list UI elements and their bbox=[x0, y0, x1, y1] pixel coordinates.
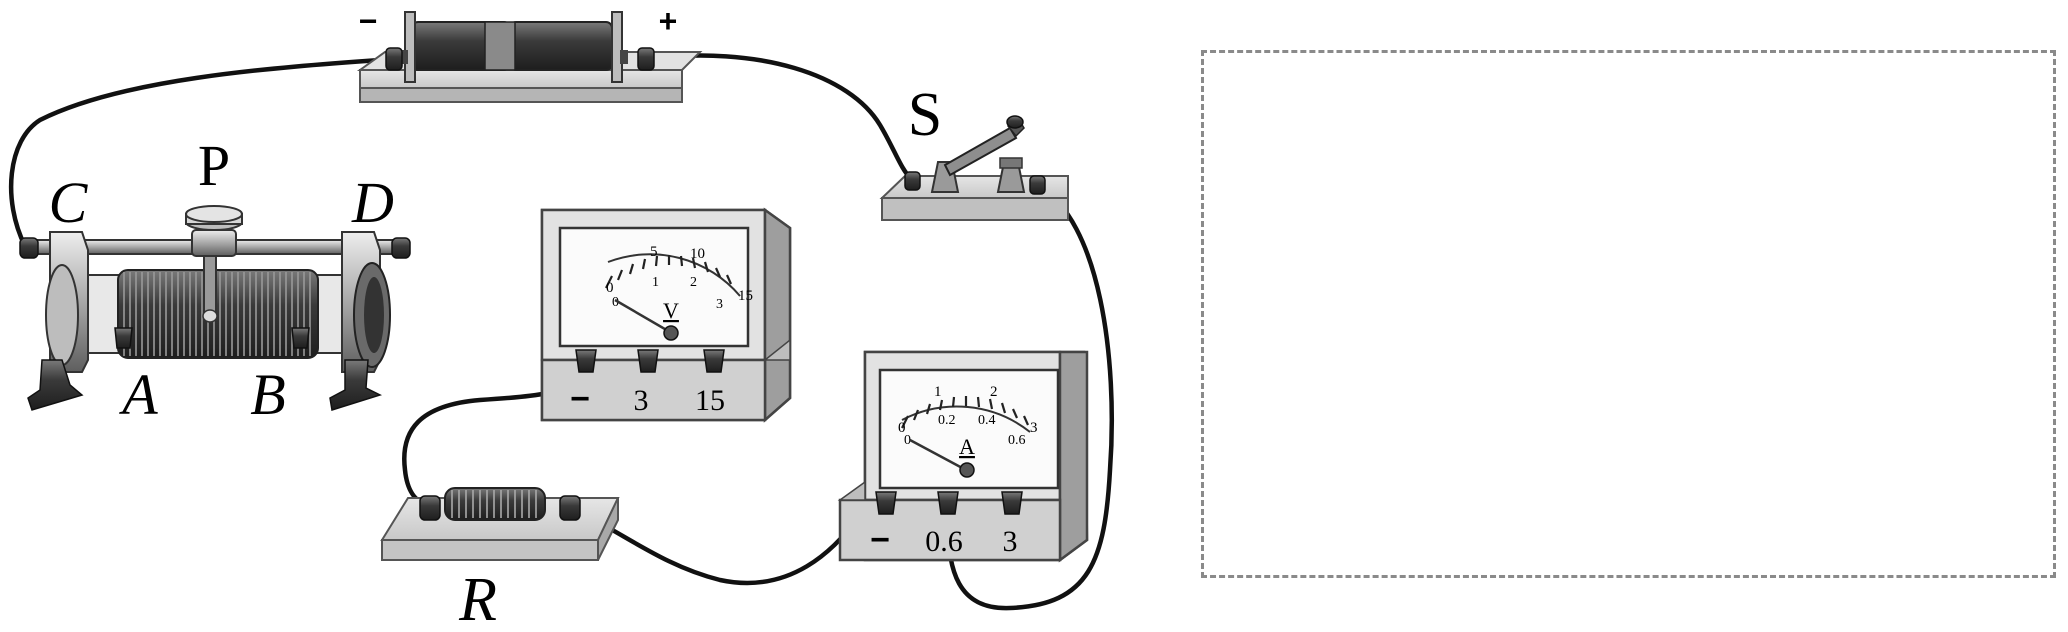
ammeter-scale-outer-1: 1 bbox=[934, 384, 942, 400]
rheostat-terminal-b bbox=[291, 327, 310, 349]
ammeter-scale-inner-06: 0.6 bbox=[1008, 433, 1026, 448]
rheostat-right-leg bbox=[329, 359, 382, 411]
switch: S bbox=[879, 81, 1069, 221]
switch-base bbox=[881, 197, 1069, 221]
voltmeter-scale-inner-0: 0 bbox=[612, 295, 619, 310]
wire-battery-to-rheostat-c bbox=[8, 56, 398, 249]
voltmeter-terminal-minus bbox=[575, 349, 597, 373]
ammeter-terminal-06 bbox=[937, 491, 959, 515]
ammeter-terminal-minus bbox=[875, 491, 897, 515]
ammeter-scale-inner-02: 0.2 bbox=[938, 413, 956, 428]
resistor-coil bbox=[444, 487, 546, 521]
rheostat-terminal-d bbox=[391, 237, 411, 259]
voltmeter-scale-inner-3: 3 bbox=[716, 297, 723, 312]
rheostat-left-leg bbox=[27, 359, 84, 411]
ammeter-needle bbox=[909, 438, 967, 472]
rheostat-terminal-c bbox=[19, 237, 39, 259]
voltmeter-scale-outer-5: 5 bbox=[650, 244, 658, 260]
voltmeter-scale-outer-15: 15 bbox=[738, 288, 753, 304]
battery-cell-right bbox=[509, 21, 613, 71]
rheostat-label-p: P bbox=[198, 133, 230, 198]
battery: − + bbox=[356, 3, 703, 103]
ammeter-symbol: A bbox=[959, 434, 975, 459]
wire-switch-to-ammeter-3 bbox=[945, 183, 1114, 611]
battery-terminal-minus bbox=[385, 47, 403, 71]
switch-terminal-right bbox=[1029, 175, 1046, 195]
rheostat: C P D A B bbox=[19, 133, 411, 427]
battery-terminal-plus bbox=[637, 47, 655, 71]
switch-blade bbox=[943, 126, 1018, 177]
voltmeter-scale-inner-2: 2 bbox=[690, 275, 697, 290]
voltmeter-terminal-label-minus: − bbox=[570, 380, 590, 418]
voltmeter-scale-outer-0: 0 bbox=[606, 280, 614, 296]
ammeter-scale-outer-3: 3 bbox=[1030, 420, 1038, 436]
voltmeter-symbol: V bbox=[663, 298, 679, 323]
ammeter-scale-outer-2: 2 bbox=[990, 384, 998, 400]
voltmeter-terminal-label-3: 3 bbox=[634, 384, 649, 417]
resistor: R bbox=[380, 487, 620, 632]
switch-terminal-left bbox=[904, 171, 921, 191]
rheostat-label-d: D bbox=[351, 170, 394, 235]
voltmeter-terminal-3 bbox=[637, 349, 659, 373]
ammeter-scale-inner-04: 0.4 bbox=[978, 413, 996, 428]
wire-battery-to-switch bbox=[642, 53, 915, 183]
voltmeter-terminal-15 bbox=[703, 349, 725, 373]
rheostat-label-b: B bbox=[250, 362, 285, 427]
resistor-terminal-left bbox=[419, 495, 441, 521]
voltmeter-scale-outer-10: 10 bbox=[690, 246, 705, 262]
voltmeter-dial-face bbox=[558, 226, 750, 348]
ammeter-scale-inner-0: 0 bbox=[904, 433, 911, 448]
voltmeter-scale-inner-1: 1 bbox=[652, 275, 659, 290]
voltmeter-needle bbox=[614, 298, 671, 334]
ammeter-terminal-label-minus: − bbox=[870, 521, 890, 559]
ammeter-scale-outer-0: 0 bbox=[898, 420, 906, 436]
switch-label: S bbox=[908, 81, 942, 149]
rheostat-label-a: A bbox=[118, 362, 158, 427]
resistor-terminal-right bbox=[559, 495, 581, 521]
voltmeter: 0 5 10 15 0 1 2 3 V − 3 15 bbox=[540, 207, 792, 423]
answer-drawing-area bbox=[1201, 50, 2056, 578]
rheostat-terminal-a bbox=[114, 327, 133, 349]
battery-plus-label: + bbox=[659, 3, 678, 39]
ammeter-terminal-3 bbox=[1001, 491, 1023, 515]
voltmeter-terminal-label-15: 15 bbox=[695, 384, 725, 417]
resistor-label: R bbox=[458, 566, 497, 632]
switch-knob bbox=[1006, 115, 1024, 129]
ammeter-terminal-label-06: 0.6 bbox=[925, 525, 963, 558]
ammeter: 0 1 2 3 0 0.2 0.4 0.6 A − 0.6 3 bbox=[837, 350, 1089, 563]
ammeter-terminal-label-3: 3 bbox=[1003, 525, 1018, 558]
rheostat-label-c: C bbox=[49, 170, 89, 235]
battery-minus-label: − bbox=[359, 3, 378, 39]
